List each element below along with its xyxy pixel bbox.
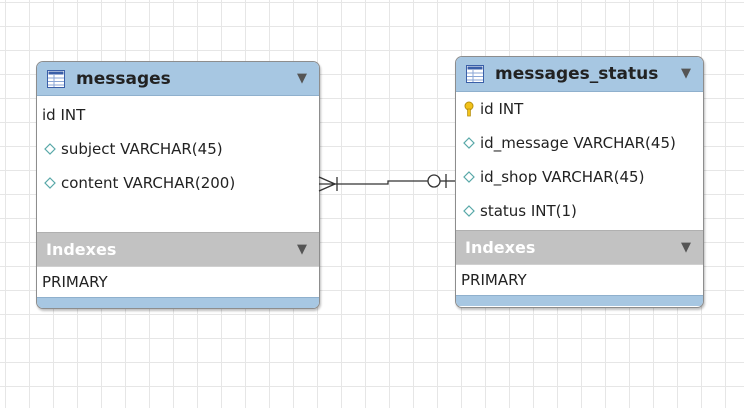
table-icon [466, 65, 484, 83]
collapse-arrow-icon[interactable]: ▼ [297, 242, 307, 257]
index-label: PRIMARY [461, 271, 527, 289]
column-label: id INT [42, 106, 86, 124]
indexes-label: Indexes [46, 240, 117, 259]
diamond-icon [42, 175, 58, 191]
column-row[interactable]: id INT [37, 98, 319, 132]
column-row[interactable]: id INT [456, 92, 703, 126]
column-label: id INT [480, 100, 524, 118]
index-row[interactable]: PRIMARY [37, 266, 319, 297]
column-row[interactable]: status INT(1) [456, 194, 703, 228]
crowfoot-lower [318, 183, 336, 192]
diamond-icon [42, 141, 58, 157]
key-icon [461, 101, 477, 117]
column-label: id_shop VARCHAR(45) [480, 168, 645, 186]
index-row[interactable]: PRIMARY [456, 264, 703, 295]
table-name: messages_status [495, 64, 659, 84]
collapse-arrow-icon[interactable]: ▼ [297, 71, 307, 86]
index-label: PRIMARY [42, 273, 108, 291]
column-label: status INT(1) [480, 202, 577, 220]
column-label: content VARCHAR(200) [61, 174, 236, 192]
collapse-arrow-icon[interactable]: ▼ [681, 240, 691, 255]
diamond-icon [461, 135, 477, 151]
indexes-header[interactable]: Indexes ▼ [456, 230, 703, 264]
diamond-icon [461, 169, 477, 185]
table-header[interactable]: messages ▼ [37, 62, 319, 96]
crowfoot-upper [318, 176, 336, 185]
indexes-label: Indexes [465, 238, 536, 257]
table-name: messages [76, 68, 171, 89]
table-footer [456, 295, 703, 306]
column-row[interactable]: id_shop VARCHAR(45) [456, 160, 703, 194]
column-label: id_message VARCHAR(45) [480, 134, 676, 152]
optional-circle [427, 174, 441, 188]
column-row[interactable]: subject VARCHAR(45) [37, 132, 319, 166]
table-header[interactable]: messages_status ▼ [456, 57, 703, 92]
column-label: subject VARCHAR(45) [61, 140, 223, 158]
table-messages[interactable]: messages ▼ id INT subject VARCHAR(45) co… [36, 61, 320, 309]
table-messages-status[interactable]: messages_status ▼ id INT id_message VARC… [455, 56, 704, 308]
diamond-icon [461, 203, 477, 219]
connector-line [319, 180, 428, 185]
collapse-arrow-icon[interactable]: ▼ [681, 66, 691, 81]
column-row[interactable]: id_message VARCHAR(45) [456, 126, 703, 160]
table-footer [37, 297, 319, 308]
indexes-header[interactable]: Indexes ▼ [37, 232, 319, 266]
table-icon [47, 69, 65, 88]
column-row[interactable]: content VARCHAR(200) [37, 166, 319, 200]
